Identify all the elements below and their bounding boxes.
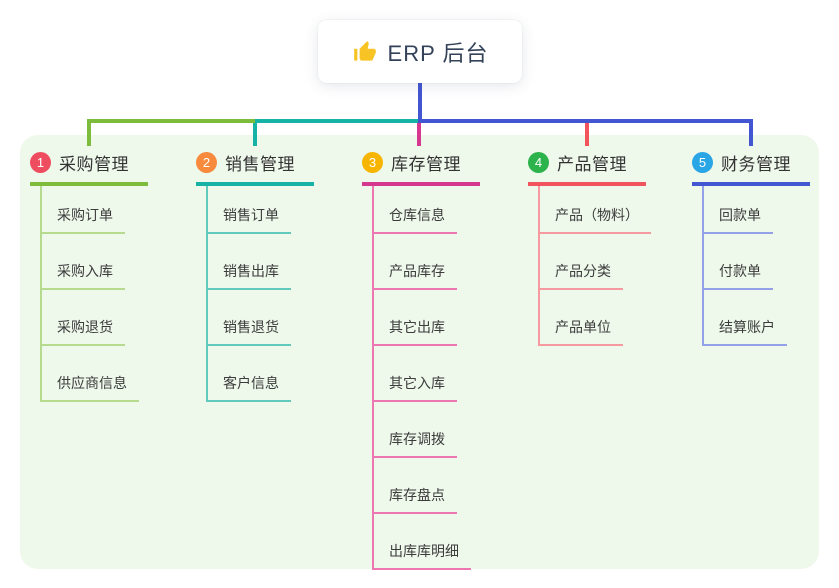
branch-child-item[interactable]: 产品单位 (540, 290, 623, 346)
branch-child-item[interactable]: 库存盘点 (374, 458, 457, 514)
connector-drop-3 (417, 119, 421, 146)
branch-title: 财务管理 (721, 155, 791, 174)
branch-child-item[interactable]: 仓库信息 (374, 186, 457, 234)
connector-bus-teal (255, 119, 421, 123)
branch-heading[interactable]: 2 销售管理 (196, 146, 314, 186)
branch-title: 销售管理 (225, 155, 295, 174)
branch-child-item[interactable]: 供应商信息 (42, 346, 139, 402)
branch-heading[interactable]: 3 库存管理 (362, 146, 480, 186)
branch-child-item[interactable]: 客户信息 (208, 346, 291, 402)
branch-child-item[interactable]: 销售退货 (208, 290, 291, 346)
branch-children: 采购订单采购入库采购退货供应商信息 (40, 186, 148, 402)
branch-children: 销售订单销售出库销售退货客户信息 (206, 186, 314, 402)
root-node[interactable]: ERP 后台 (318, 20, 522, 83)
branch-number-badge: 1 (30, 152, 51, 173)
branch-title: 采购管理 (59, 155, 129, 174)
connector-bus-green (87, 119, 257, 123)
branch-number-badge: 3 (362, 152, 383, 173)
branch-heading[interactable]: 5 财务管理 (692, 146, 810, 186)
branch-title: 库存管理 (391, 155, 461, 174)
branch-number-badge: 2 (196, 152, 217, 173)
branch-5: 5 财务管理 回款单付款单结算账户 (692, 146, 810, 346)
branch-1: 1 采购管理 采购订单采购入库采购退货供应商信息 (30, 146, 148, 402)
branch-children: 产品（物料）产品分类产品单位 (538, 186, 651, 346)
branch-child-item[interactable]: 销售出库 (208, 234, 291, 290)
branch-child-item[interactable]: 回款单 (704, 186, 773, 234)
branch-child-item[interactable]: 采购订单 (42, 186, 125, 234)
connector-root-line (418, 83, 422, 123)
branch-child-item[interactable]: 产品库存 (374, 234, 457, 290)
branch-title: 产品管理 (557, 155, 627, 174)
branch-child-item[interactable]: 销售订单 (208, 186, 291, 234)
branch-child-item[interactable]: 产品分类 (540, 234, 623, 290)
branch-child-item[interactable]: 出库库明细 (374, 514, 471, 570)
branches-panel (20, 135, 819, 569)
root-title: ERP 后台 (387, 40, 489, 66)
branch-4: 4 产品管理 产品（物料）产品分类产品单位 (528, 146, 651, 346)
branch-child-item[interactable]: 其它入库 (374, 346, 457, 402)
connector-drop-4 (585, 119, 589, 146)
connector-drop-1 (87, 119, 91, 146)
branch-child-item[interactable]: 采购入库 (42, 234, 125, 290)
branch-2: 2 销售管理 销售订单销售出库销售退货客户信息 (196, 146, 314, 402)
branch-child-item[interactable]: 库存调拨 (374, 402, 457, 458)
branch-children: 回款单付款单结算账户 (702, 186, 810, 346)
branch-3: 3 库存管理 仓库信息产品库存其它出库其它入库库存调拨库存盘点出库库明细 (362, 146, 480, 570)
branch-heading[interactable]: 4 产品管理 (528, 146, 646, 186)
branch-child-item[interactable]: 其它出库 (374, 290, 457, 346)
connector-drop-5 (749, 119, 753, 146)
branch-child-item[interactable]: 结算账户 (704, 290, 787, 346)
branch-number-badge: 5 (692, 152, 713, 173)
branch-child-item[interactable]: 产品（物料） (540, 186, 651, 234)
connector-bus-blue (419, 119, 753, 123)
branch-heading[interactable]: 1 采购管理 (30, 146, 148, 186)
branch-child-item[interactable]: 付款单 (704, 234, 773, 290)
connector-drop-2 (253, 119, 257, 146)
branch-children: 仓库信息产品库存其它出库其它入库库存调拨库存盘点出库库明细 (372, 186, 480, 570)
branch-number-badge: 4 (528, 152, 549, 173)
branch-child-item[interactable]: 采购退货 (42, 290, 125, 346)
thumbs-up-icon (353, 40, 376, 61)
